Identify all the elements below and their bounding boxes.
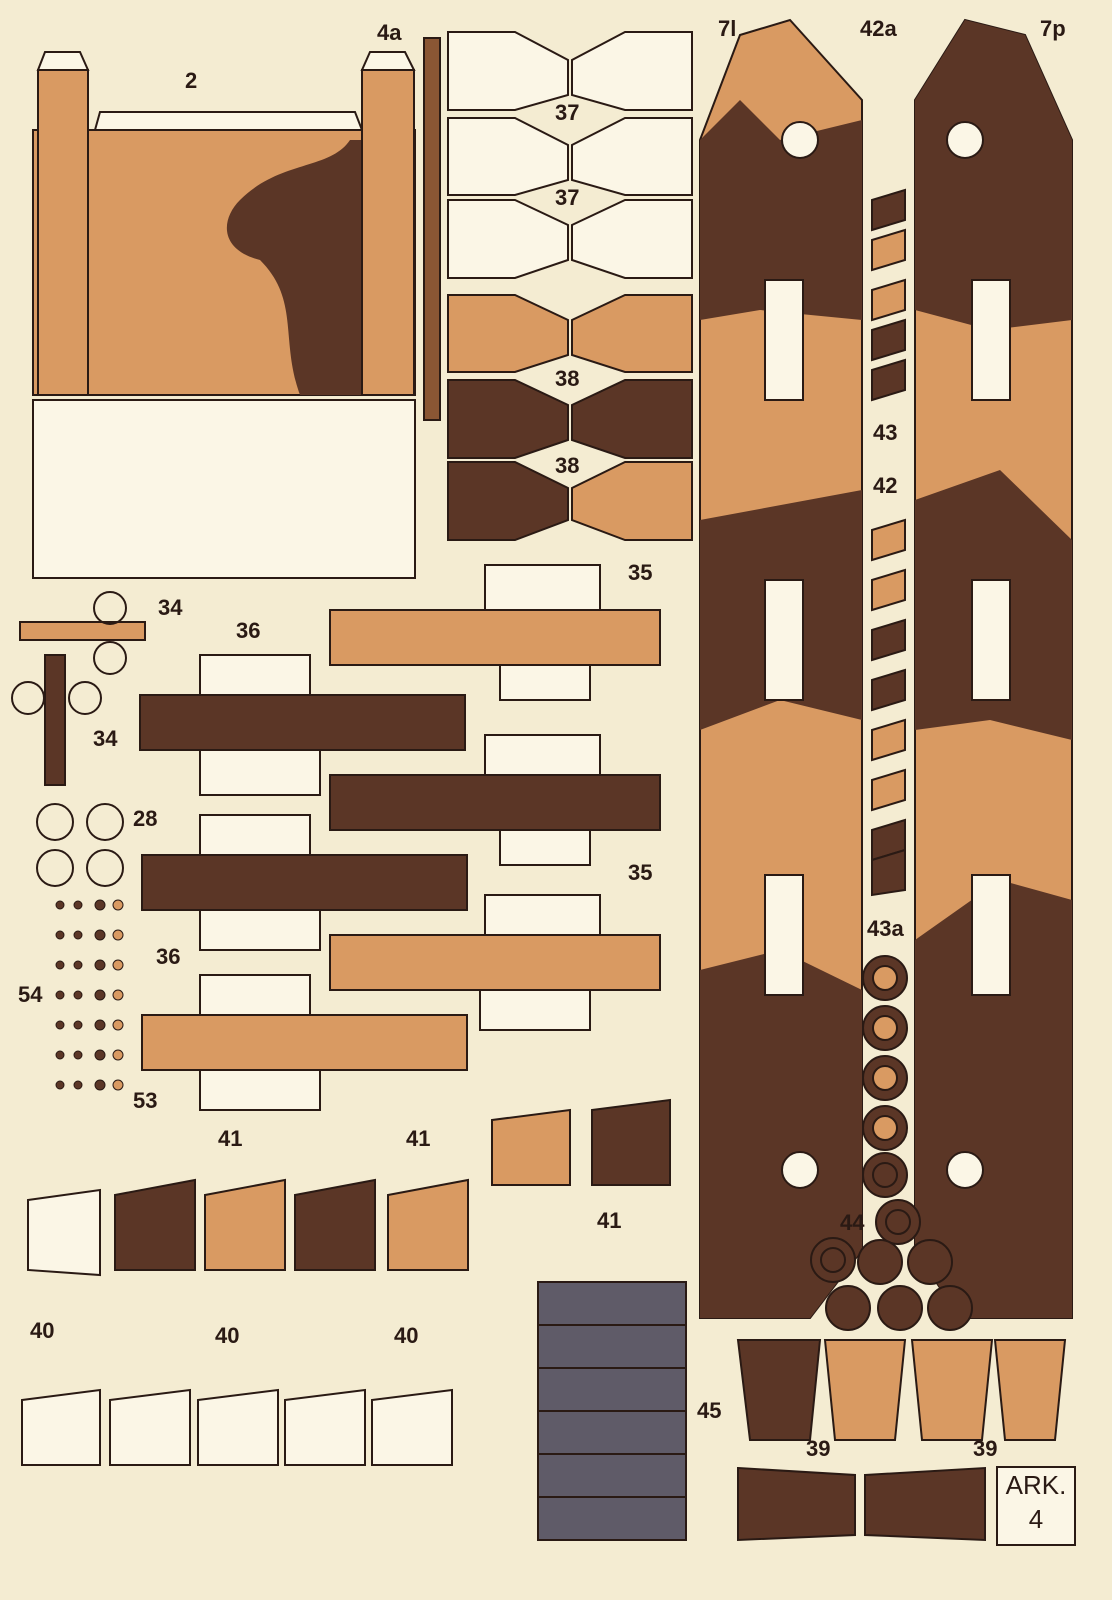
part-7l-track xyxy=(699,18,863,1319)
part-7p-track xyxy=(914,18,1073,1319)
part-label: 37 xyxy=(555,100,580,125)
part-53-54-pegs xyxy=(55,899,124,1091)
part-label: 2 xyxy=(185,68,198,93)
part-37-pieces xyxy=(447,31,693,279)
part-label: 41 xyxy=(218,1126,243,1151)
part-42-links xyxy=(871,518,906,897)
part-label: 39 xyxy=(806,1436,831,1461)
part-label: 37 xyxy=(555,185,580,210)
part-label: 53 xyxy=(133,1088,158,1113)
part-label: 45 xyxy=(697,1398,722,1423)
part-label: 43 xyxy=(873,420,898,445)
part-label: 36 xyxy=(156,944,181,969)
part-39-forks xyxy=(736,1339,1067,1542)
part-label: 41 xyxy=(597,1208,622,1233)
part-45-strips xyxy=(537,1281,687,1541)
part-43-links xyxy=(871,188,906,402)
part-4a-strip xyxy=(423,37,441,421)
part-label: 42a xyxy=(860,16,897,41)
part-28-discs xyxy=(36,803,124,887)
part-label: 7l xyxy=(718,16,737,41)
part-label: 28 xyxy=(133,806,158,831)
part-label: 40 xyxy=(215,1323,240,1348)
part-label: 40 xyxy=(394,1323,419,1348)
part-label: 35 xyxy=(628,560,653,585)
part-label: 41 xyxy=(406,1126,431,1151)
part-label: 38 xyxy=(555,453,580,478)
part-40-41-brackets xyxy=(21,1098,671,1466)
part-label: 38 xyxy=(555,366,580,391)
part-34-axles xyxy=(11,591,146,786)
part-label: 54 xyxy=(18,982,43,1007)
part-label: 43a xyxy=(867,916,904,941)
part-label: 34 xyxy=(158,595,183,620)
part-2-hull-wall xyxy=(32,51,416,579)
part-label: 34 xyxy=(93,726,118,751)
part-35-36-boxes xyxy=(139,564,661,1111)
part-label: 40 xyxy=(30,1318,55,1343)
sheet-label: ARK. xyxy=(1005,1470,1067,1500)
part-38-pieces xyxy=(447,294,693,541)
part-label: 4a xyxy=(377,20,402,45)
part-label: 36 xyxy=(236,618,261,643)
part-label: 42 xyxy=(873,473,898,498)
part-label: 7p xyxy=(1040,16,1066,41)
part-label: 35 xyxy=(628,860,653,885)
part-44-wheels xyxy=(810,955,973,1331)
sheet-number: 4 xyxy=(1028,1504,1044,1534)
sheet-number-box: ARK. 4 xyxy=(996,1466,1076,1546)
part-label: 44 xyxy=(840,1210,865,1235)
part-label: 39 xyxy=(973,1436,998,1461)
